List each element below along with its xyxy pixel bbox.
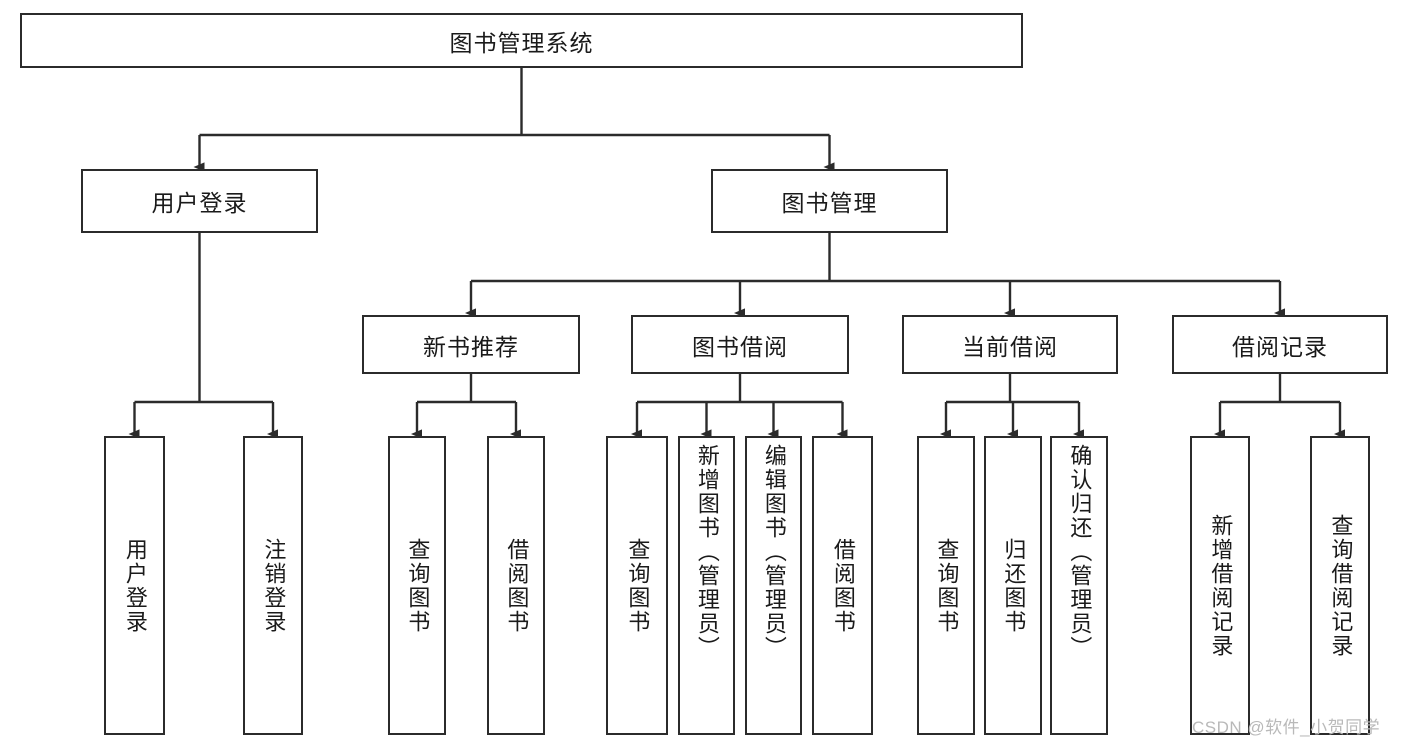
node-new-book-recommend-label: 新书推荐 — [423, 333, 519, 360]
leaf-borrow-borrow-book[interactable]: 借阅图书 — [812, 436, 873, 735]
leaf-current-return-book-label: 归还图书 — [1001, 537, 1027, 634]
leaf-recommend-borrow-book[interactable]: 借阅图书 — [487, 436, 545, 735]
leaf-record-query[interactable]: 查询借阅记录 — [1310, 436, 1370, 735]
leaf-logout[interactable]: 注销登录 — [243, 436, 303, 735]
node-root-label: 图书管理系统 — [449, 29, 594, 56]
leaf-user-login-label: 用户登录 — [122, 537, 148, 634]
leaf-borrow-edit-book-label: 编辑图书（管理员） — [761, 444, 787, 660]
node-user-login-label: 用户登录 — [151, 190, 248, 216]
leaf-borrow-query-book[interactable]: 查询图书 — [606, 436, 668, 735]
leaf-recommend-borrow-book-label: 借阅图书 — [504, 537, 530, 634]
leaf-recommend-query-book-label: 查询图书 — [405, 537, 431, 634]
node-book-borrow[interactable]: 图书借阅 — [631, 315, 849, 374]
leaf-current-query-book[interactable]: 查询图书 — [917, 436, 975, 735]
leaf-borrow-edit-book[interactable]: 编辑图书（管理员） — [745, 436, 802, 735]
leaf-borrow-borrow-book-label: 借阅图书 — [830, 537, 856, 634]
node-borrow-record-label: 借阅记录 — [1232, 333, 1328, 360]
node-book-borrow-label: 图书借阅 — [692, 333, 788, 360]
leaf-borrow-query-book-label: 查询图书 — [625, 537, 651, 634]
leaf-current-return-book[interactable]: 归还图书 — [984, 436, 1042, 735]
watermark: CSDN @软件_小贺同学 — [1192, 718, 1381, 737]
leaf-current-confirm-return[interactable]: 确认归还（管理员） — [1050, 436, 1108, 735]
leaf-record-add[interactable]: 新增借阅记录 — [1190, 436, 1250, 735]
node-user-login[interactable]: 用户登录 — [81, 169, 318, 233]
leaf-record-query-label: 查询借阅记录 — [1328, 513, 1354, 658]
node-current-borrow-label: 当前借阅 — [962, 333, 1058, 360]
node-book-manage-label: 图书管理 — [781, 190, 878, 216]
leaf-borrow-add-book-label: 新增图书（管理员） — [694, 444, 720, 660]
leaf-current-confirm-return-label: 确认归还（管理员） — [1067, 444, 1093, 660]
leaf-recommend-query-book[interactable]: 查询图书 — [388, 436, 446, 735]
leaf-current-query-book-label: 查询图书 — [934, 537, 960, 634]
node-root[interactable]: 图书管理系统 — [20, 13, 1023, 68]
node-book-manage[interactable]: 图书管理 — [711, 169, 948, 233]
node-current-borrow[interactable]: 当前借阅 — [902, 315, 1118, 374]
node-borrow-record[interactable]: 借阅记录 — [1172, 315, 1388, 374]
leaf-user-login[interactable]: 用户登录 — [104, 436, 165, 735]
node-new-book-recommend[interactable]: 新书推荐 — [362, 315, 580, 374]
leaf-borrow-add-book[interactable]: 新增图书（管理员） — [678, 436, 735, 735]
leaf-record-add-label: 新增借阅记录 — [1208, 513, 1234, 658]
leaf-logout-label: 注销登录 — [261, 537, 287, 634]
